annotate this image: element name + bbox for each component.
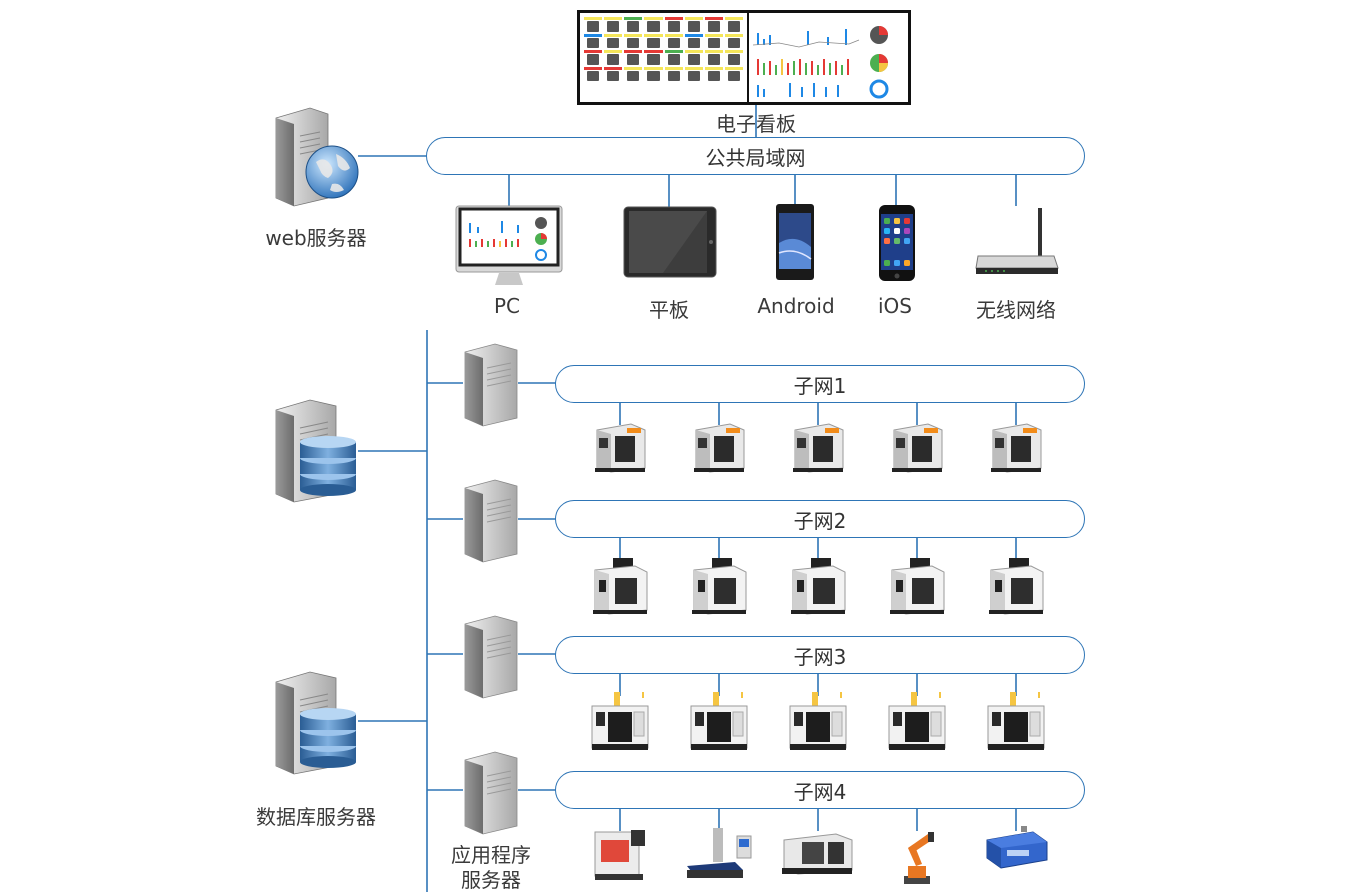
dashboard-tile xyxy=(684,33,703,49)
app-server-label-line2: 服务器 xyxy=(461,868,521,892)
dashboard-tile xyxy=(624,66,643,82)
pc-monitor-icon xyxy=(455,205,563,293)
dashboard-tile xyxy=(724,50,743,65)
application-server-icon xyxy=(461,342,521,432)
app-server-label-line1: 应用程序 xyxy=(451,843,531,867)
subnet-4-bar: 子网4 xyxy=(555,771,1085,809)
device-label-pc: PC xyxy=(493,294,521,318)
web-server-icon xyxy=(270,106,362,212)
public-lan-bar: 公共局域网 xyxy=(426,137,1085,175)
application-server-icon xyxy=(461,478,521,568)
dashboard-tile xyxy=(684,17,703,32)
dashboard-tile xyxy=(604,66,623,82)
subnet-1-label: 子网1 xyxy=(793,373,847,398)
dashboard-tile xyxy=(604,17,623,32)
vertical-machining-center-icon xyxy=(887,690,947,756)
vertical-machining-center-icon xyxy=(986,690,1046,756)
dashboard-tile xyxy=(724,66,743,82)
cnc-machine-white-icon xyxy=(987,556,1045,620)
vertical-machining-center-icon xyxy=(590,690,650,756)
subnet-3-bar: 子网3 xyxy=(555,636,1085,674)
wireless-router-icon xyxy=(974,206,1060,282)
dashboard-tile xyxy=(584,17,603,32)
dashboard-tile xyxy=(644,17,663,32)
industrial-robot-icon xyxy=(894,826,940,890)
dashboard-tile xyxy=(724,17,743,32)
dashboard-tile xyxy=(664,33,683,49)
tablet-icon xyxy=(623,206,717,282)
dashboard-tile xyxy=(584,66,603,82)
dashboard-tile xyxy=(624,33,643,49)
database-server-label: 数据库服务器 xyxy=(256,805,376,829)
subnet-2-label: 子网2 xyxy=(793,508,847,533)
cnc-machine-white-icon xyxy=(690,556,748,620)
dashboard-tile xyxy=(624,17,643,32)
subnet-4-label: 子网4 xyxy=(793,779,847,804)
dashboard-tile xyxy=(684,50,703,65)
dashboard-tile xyxy=(664,50,683,65)
wire-edm-icon xyxy=(591,826,649,886)
database-server-icon xyxy=(270,670,362,780)
web-server-label: web服务器 xyxy=(265,226,367,250)
dashboard-tile xyxy=(704,50,723,65)
device-label-android: Android xyxy=(757,294,835,318)
edm-machine-icon xyxy=(683,826,755,886)
cnc-machine-white-icon xyxy=(591,556,649,620)
dashboard-tile xyxy=(644,33,663,49)
dashboard-tile xyxy=(704,66,723,82)
application-server-icon xyxy=(461,750,521,840)
application-server-icon xyxy=(461,614,521,704)
dashboard-tile xyxy=(644,50,663,65)
machining-center-orange-icon xyxy=(987,420,1045,478)
dashboard-tile xyxy=(664,66,683,82)
iphone-icon xyxy=(878,204,916,286)
machining-center-orange-icon xyxy=(690,420,748,478)
subnet-3-label: 子网3 xyxy=(793,644,847,669)
machining-center-orange-icon xyxy=(591,420,649,478)
subnet-1-bar: 子网1 xyxy=(555,365,1085,403)
dashboard-tile xyxy=(684,66,703,82)
dashboard-charts-panel xyxy=(749,13,908,102)
public-lan-label: 公共局域网 xyxy=(705,145,806,170)
dashboard-tile xyxy=(704,17,723,32)
dashboard-mini-charts xyxy=(752,26,889,99)
dashboard-tile xyxy=(584,33,603,49)
vertical-machining-center-icon xyxy=(689,690,749,756)
cnc-machine-white-icon xyxy=(888,556,946,620)
agv-icon xyxy=(981,826,1051,876)
dashboard-tile xyxy=(624,50,643,65)
android-phone-icon xyxy=(775,203,815,285)
dashboard-tile xyxy=(644,66,663,82)
dashboard-tile xyxy=(584,50,603,65)
cnc-lathe-icon xyxy=(780,826,856,880)
dashboard-screen xyxy=(577,10,911,105)
dashboard-tile xyxy=(664,17,683,32)
dashboard-tile xyxy=(724,33,743,49)
machining-center-orange-icon xyxy=(888,420,946,478)
dashboard-tile xyxy=(604,50,623,65)
dashboard-tile xyxy=(704,33,723,49)
database-server-icon xyxy=(270,398,362,508)
dashboard-tile xyxy=(604,33,623,49)
vertical-machining-center-icon xyxy=(788,690,848,756)
machining-center-orange-icon xyxy=(789,420,847,478)
cnc-machine-white-icon xyxy=(789,556,847,620)
dashboard-grid-panel xyxy=(580,13,747,102)
device-label-ios: iOS xyxy=(878,294,912,318)
dashboard-label: 电子看板 xyxy=(716,112,796,136)
subnet-2-bar: 子网2 xyxy=(555,500,1085,538)
device-label-wireless: 无线网络 xyxy=(976,298,1056,322)
device-label-tablet: 平板 xyxy=(649,298,689,322)
